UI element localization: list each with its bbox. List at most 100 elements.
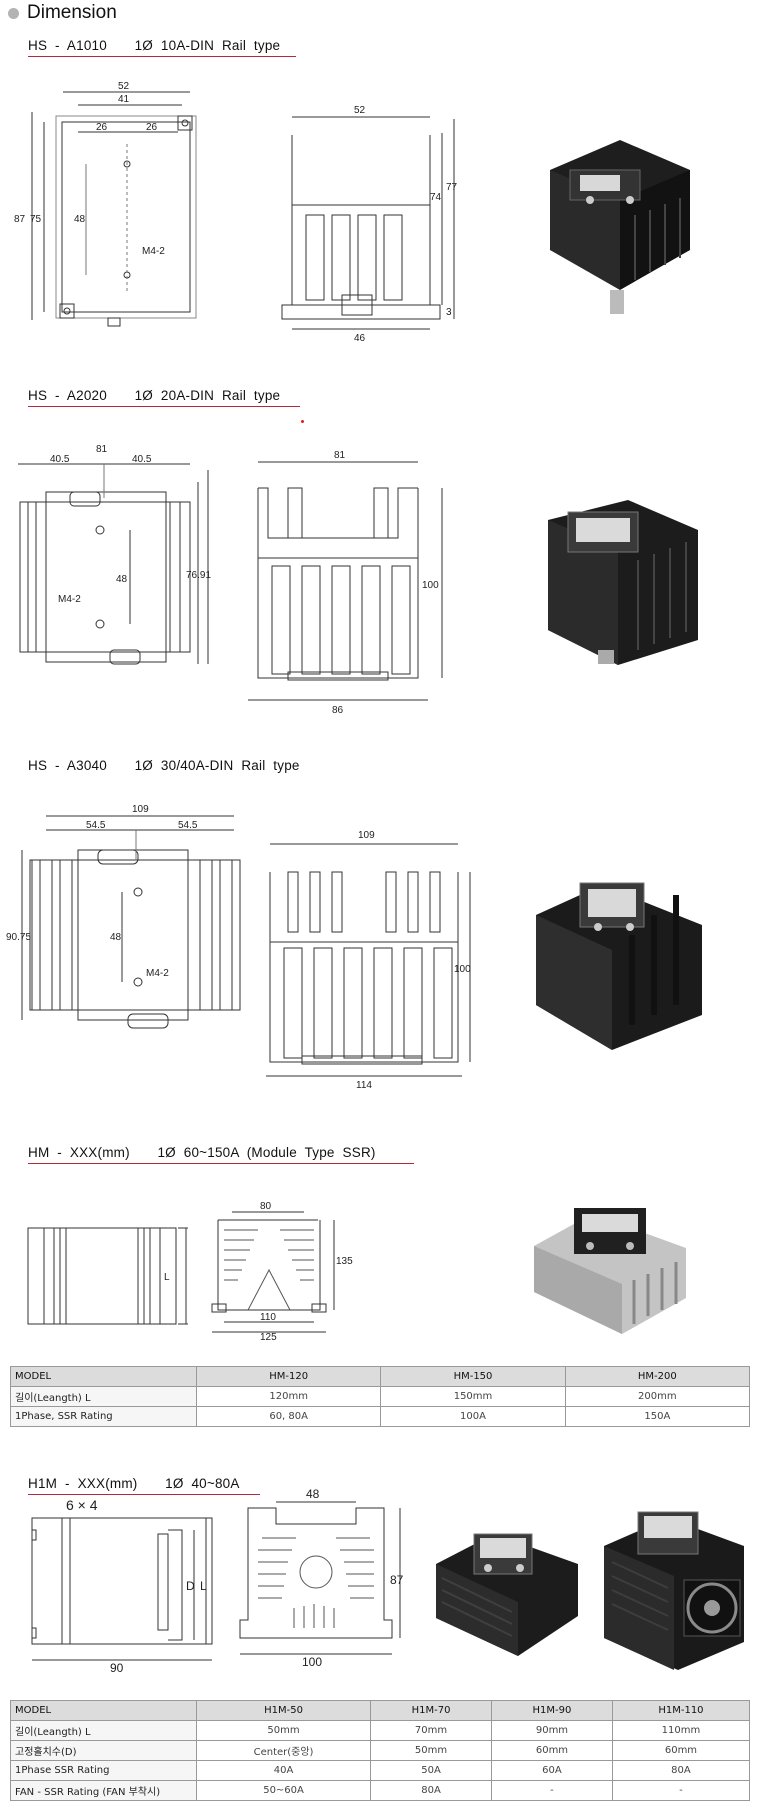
dim-label: 125 — [260, 1332, 277, 1343]
h1m-spec-table: MODEL H1M-50 H1M-70 H1M-90 H1M-110 길이(Le… — [10, 1700, 751, 1801]
dim-label: 41 — [118, 94, 130, 105]
dim-label: 114 — [356, 1080, 372, 1091]
dim-label: L — [164, 1272, 170, 1283]
dim-label: D — [186, 1579, 195, 1593]
table-header: MODEL — [10, 1700, 197, 1721]
dim-label: M4-2 — [146, 968, 169, 979]
table-cell: 50mm — [195, 1720, 372, 1741]
table-cell: 50mm — [370, 1740, 492, 1761]
table-cell: 60mm — [491, 1740, 613, 1761]
dim-label: 110 — [260, 1312, 276, 1323]
table-header: H1M-50 — [195, 1700, 372, 1721]
dim-label: 74 — [430, 192, 442, 203]
heatsink-photo — [530, 1188, 690, 1338]
a3040-side-drawing: 109 100 114 — [262, 812, 482, 1092]
dim-label: M4-2 — [142, 246, 165, 257]
a3040-front-drawing: 109 54.5 54.5 90.75 48 M4-2 — [6, 800, 250, 1050]
dim-label: 80 — [260, 1201, 272, 1212]
dim-label: L — [200, 1579, 207, 1593]
table-row: FAN - SSR Rating (FAN 부착시) 50~60A 80A - … — [10, 1780, 751, 1801]
table-row: 1Phase, SSR Rating 60, 80A 100A 150A — [10, 1406, 751, 1427]
section-title-a1010: HS - A1010 1Ø 10A-DIN Rail type — [28, 38, 281, 53]
dim-label: 90 — [110, 1661, 124, 1675]
bullet-icon — [8, 7, 19, 19]
table-cell: 80A — [370, 1780, 492, 1801]
dim-label: 100 — [454, 964, 471, 975]
dim-label: 52 — [354, 105, 366, 116]
dim-label: 75 — [30, 214, 42, 225]
section-title-a3040: HS - A3040 1Ø 30/40A-DIN Rail type — [28, 758, 300, 773]
dim-label: 48 — [116, 574, 128, 585]
dim-label: 54.5 — [178, 820, 198, 831]
table-cell: 50~60A — [195, 1780, 372, 1801]
table-cell: 40A — [195, 1760, 372, 1781]
table-header: MODEL — [10, 1366, 197, 1387]
a2020-side-drawing: 81 100 86 — [248, 448, 468, 718]
red-dot — [301, 420, 304, 423]
dim-label: 3 — [446, 307, 452, 318]
section-rule — [28, 1494, 260, 1495]
table-header: H1M-90 — [491, 1700, 613, 1721]
dim-label: 48 — [74, 214, 86, 225]
table-cell: 50A — [370, 1760, 492, 1781]
table-cell: 고정홀치수(D) — [10, 1740, 197, 1761]
a2020-front-drawing: 81 40.5 40.5 48 M4-2 76.91 — [10, 432, 220, 692]
table-cell: - — [611, 1780, 751, 1801]
table-cell: 1Phase SSR Rating — [10, 1760, 197, 1781]
section-rule — [28, 406, 300, 407]
table-header: HM-150 — [380, 1366, 566, 1387]
dim-label: 87 — [14, 214, 26, 225]
table-cell: 60, 80A — [195, 1406, 382, 1427]
table-cell: Center(중앙) — [195, 1740, 372, 1761]
table-cell: 80A — [611, 1760, 751, 1781]
dim-label: 100 — [302, 1655, 322, 1669]
table-header: HM-200 — [564, 1366, 751, 1387]
dim-label: 77 — [446, 182, 458, 193]
dim-label: 76.91 — [186, 570, 211, 581]
section-title-a2020: HS - A2020 1Ø 20A-DIN Rail type — [28, 388, 281, 403]
a1010-side-drawing: 52 74 77 3 46 — [270, 105, 460, 345]
table-row: 길이(Leangth) L 50mm 70mm 90mm 110mm — [10, 1720, 751, 1741]
hm-front-drawing: L — [27, 1220, 188, 1330]
page-title-text: Dimension — [27, 2, 117, 23]
heatsink-photo — [538, 490, 708, 680]
dim-label: 100 — [422, 580, 439, 591]
section-rule — [28, 56, 296, 57]
page-title: Dimension — [8, 2, 117, 24]
table-row: 1Phase SSR Rating 40A 50A 60A 80A — [10, 1760, 751, 1781]
table-cell: 150mm — [380, 1386, 566, 1407]
dim-label: 81 — [334, 450, 346, 461]
h1m-side-drawing: 48 87 100 — [236, 1487, 416, 1669]
section-title-h1m: H1M - XXX(mm) 1Ø 40~80A — [28, 1476, 240, 1491]
table-cell: 70mm — [370, 1720, 492, 1741]
dim-label: 40.5 — [132, 454, 152, 465]
table-header: HM-120 — [195, 1366, 382, 1387]
table-cell: 100A — [380, 1406, 566, 1427]
section-title-hm: HM - XXX(mm) 1Ø 60~150A (Module Type SSR… — [28, 1145, 376, 1160]
table-cell: 1Phase, SSR Rating — [10, 1406, 197, 1427]
dim-label: 40.5 — [50, 454, 70, 465]
h1m-front-drawing: 6 × 4 D L 90 — [22, 1497, 222, 1680]
dim-label: 135 — [336, 1256, 353, 1267]
dim-label: 90.75 — [6, 932, 31, 943]
dim-label: 87 — [390, 1573, 404, 1587]
section-rule — [28, 1163, 414, 1164]
dim-label: M4-2 — [58, 594, 81, 605]
table-header: H1M-70 — [370, 1700, 492, 1721]
table-cell: 90mm — [491, 1720, 613, 1741]
dim-label: 26 — [146, 122, 158, 133]
table-cell: 150A — [564, 1406, 751, 1427]
dim-label: 26 — [96, 122, 108, 133]
table-cell: 120mm — [195, 1386, 382, 1407]
a1010-front-drawing: 52 41 26 26 87 75 48 M4-2 — [14, 81, 210, 332]
table-cell: 60A — [491, 1760, 613, 1781]
heatsink-fan-photo — [598, 1502, 748, 1672]
dim-label: 48 — [306, 1487, 320, 1501]
table-cell: 200mm — [564, 1386, 751, 1407]
dim-label: 48 — [110, 932, 122, 943]
table-cell: FAN - SSR Rating (FAN 부착시) — [10, 1780, 197, 1801]
hm-spec-table: MODEL HM-120 HM-150 HM-200 길이(Leangth) L… — [10, 1366, 751, 1427]
dim-label: 86 — [332, 705, 344, 716]
table-header-row: MODEL H1M-50 H1M-70 H1M-90 H1M-110 — [10, 1700, 751, 1721]
table-cell: 길이(Leangth) L — [10, 1386, 197, 1407]
